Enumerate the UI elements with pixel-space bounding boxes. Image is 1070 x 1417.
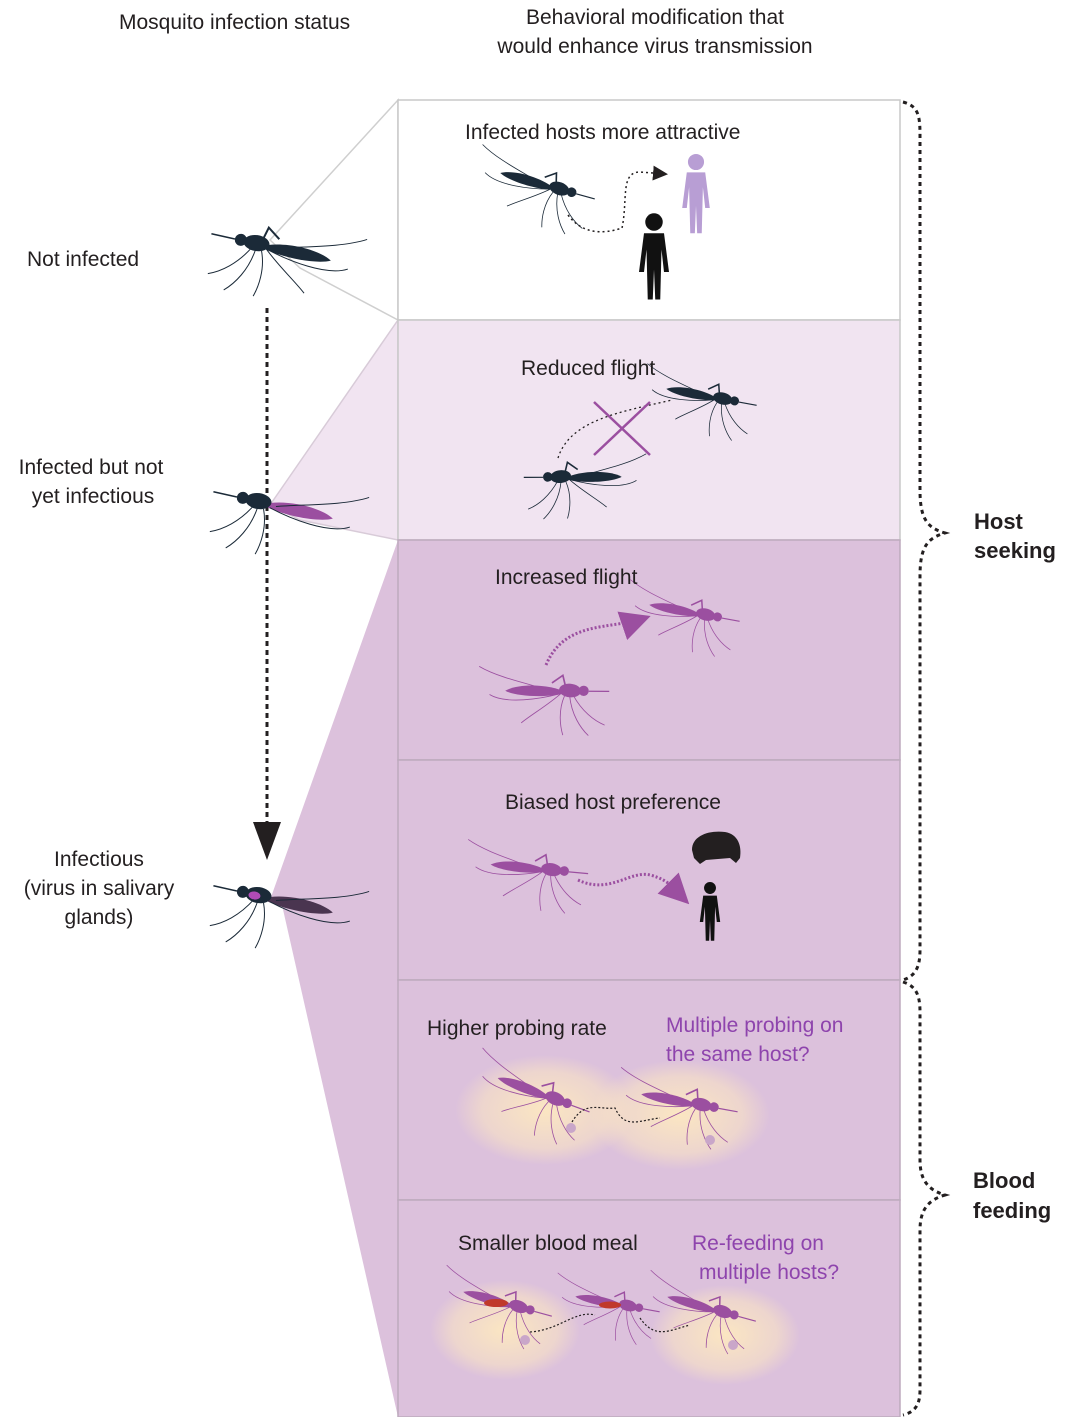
probe-site <box>728 1340 738 1350</box>
phase-label-host-seeking-line1: Host <box>974 507 1023 536</box>
panel-title-2: Reduced flight <box>521 354 655 383</box>
blood-feeding-brace <box>903 982 945 1415</box>
blood-meal <box>599 1302 621 1309</box>
panel-title-4: Biased host preference <box>505 788 721 817</box>
panel-title-5: Higher probing rate <box>427 1014 607 1043</box>
phase-label-blood-feeding-line2: feeding <box>973 1196 1051 1225</box>
glow <box>590 1060 770 1170</box>
status-label-infectious-line1: Infectious <box>0 845 198 874</box>
funnel-infectious <box>270 540 398 1417</box>
probe-site <box>705 1135 715 1145</box>
status-label-infectious-line3: glands) <box>0 903 198 932</box>
probe-site <box>520 1335 530 1345</box>
panel-box-3 <box>398 540 900 760</box>
behavior-column-header-line1: Behavioral modification that <box>450 3 860 32</box>
panel-box-2 <box>398 320 900 540</box>
host-seeking-brace <box>903 102 945 980</box>
panel-note-5-line1: Multiple probing on <box>666 1011 843 1040</box>
status-label-infectious-line2: (virus in salivary <box>0 874 198 903</box>
probe-site <box>566 1123 576 1133</box>
panel-note-5-line2: the same host? <box>666 1040 810 1069</box>
phase-label-blood-feeding-line1: Blood <box>973 1166 1035 1195</box>
behavior-column-header-line2: would enhance virus transmission <box>450 32 860 61</box>
blood-meal <box>484 1299 508 1307</box>
status-label-not-infected: Not infected <box>27 245 139 274</box>
panel-note-6-line2: multiple hosts? <box>699 1258 839 1287</box>
panel-title-3: Increased flight <box>495 563 637 592</box>
panel-note-6-line1: Re-feeding on <box>692 1229 824 1258</box>
status-label-infected-line1: Infected but not <box>0 453 182 482</box>
status-column-header: Mosquito infection status <box>119 8 350 37</box>
funnel-not-infected <box>270 100 398 320</box>
glow <box>430 1280 580 1380</box>
status-label-infected-line2: yet infectious <box>0 482 186 511</box>
panel-title-1: Infected hosts more attractive <box>465 118 740 147</box>
panel-title-6: Smaller blood meal <box>458 1229 638 1258</box>
progression-arrowhead <box>253 822 281 860</box>
phase-label-host-seeking-line2: seeking <box>974 536 1056 565</box>
